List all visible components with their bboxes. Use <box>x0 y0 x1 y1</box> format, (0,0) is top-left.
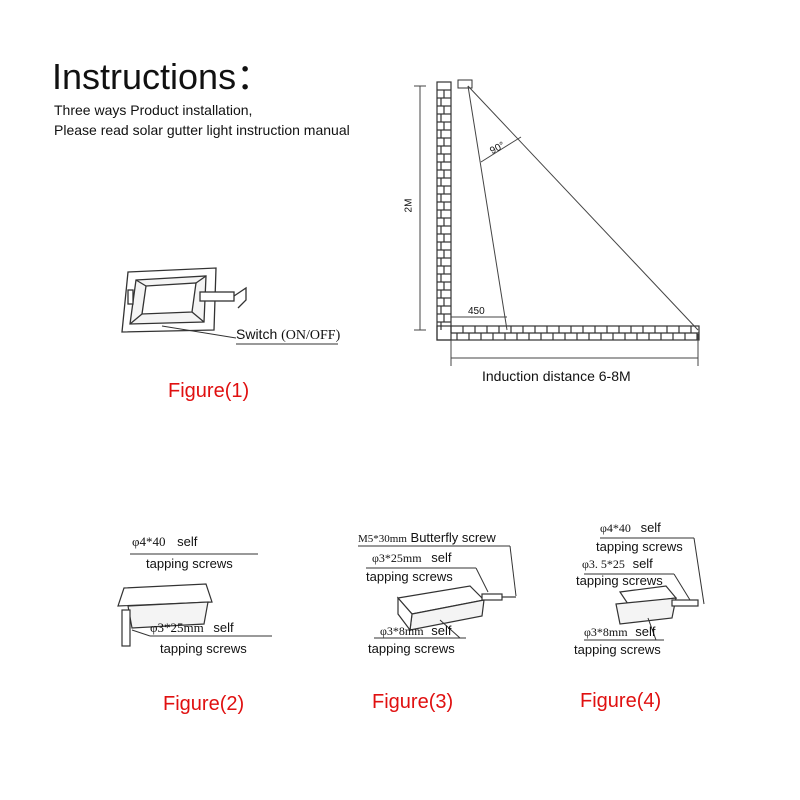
screw-size: φ4*40 <box>600 521 631 535</box>
figure2-bottom-screw: φ3*25mm self <box>150 620 234 636</box>
beam-near <box>467 85 508 331</box>
brick-wall-vertical <box>436 81 452 341</box>
screw-size: φ3*8mm <box>380 624 424 638</box>
figure3-bottom-screw-line2: tapping screws <box>368 641 455 656</box>
height-label: 2M <box>403 198 415 213</box>
figure4-bottom-screw-line2: tapping screws <box>574 642 661 657</box>
switch-label-text: Switch <box>236 326 278 342</box>
figure4-top-screw: φ4*40 self <box>600 520 661 536</box>
screw-word: self <box>632 556 653 571</box>
figure2-top-screw-line2: tapping screws <box>146 556 233 571</box>
distance-label: Induction distance 6-8M <box>482 368 631 384</box>
figure2-caption: Figure(2) <box>163 693 245 715</box>
screw-word: self <box>431 623 452 638</box>
beam-far <box>467 85 699 331</box>
figure3-bottom-screw: φ3*8mm self <box>380 623 451 639</box>
figure1-caption: Figure(1) <box>168 380 250 402</box>
screw-size: M5*30mm <box>358 533 407 545</box>
screw-word: self <box>177 534 198 549</box>
screw-word: self <box>640 520 661 535</box>
intro-line-2: Please read solar gutter light instructi… <box>54 122 350 138</box>
figure2-top-screw: φ4*40 self <box>132 534 197 550</box>
figure3-butterfly-screw: M5*30mm Butterfly screw <box>358 530 496 545</box>
figure4-bottom-screw: φ3*8mm self <box>584 624 655 640</box>
brick-floor <box>436 325 700 341</box>
offset-label: 450 <box>468 306 485 317</box>
figure2-bottom-screw-line2: tapping screws <box>160 641 247 656</box>
intro-line-1: Three ways Product installation, <box>54 102 253 118</box>
figure4-caption: Figure(4) <box>580 690 662 712</box>
figure4-top-screw-line2: tapping screws <box>596 539 683 554</box>
figure3-mid-screw-line2: tapping screws <box>366 569 453 584</box>
page-title: Instructions： <box>52 56 273 97</box>
figure4-mid-screw: φ3. 5*25 self <box>582 556 653 572</box>
switch-label: Switch (ON/OFF) <box>236 326 340 344</box>
screw-size: φ3*25mm <box>372 551 422 565</box>
screw-size: φ4*40 <box>132 534 166 549</box>
figure4-mid-screw-line2: tapping screws <box>576 573 663 588</box>
wall-light <box>457 79 473 89</box>
screw-word: self <box>213 620 234 635</box>
screw-word: Butterfly screw <box>410 530 496 545</box>
figure3-caption: Figure(3) <box>372 691 454 713</box>
screw-word: self <box>635 624 656 639</box>
screw-size: φ3*25mm <box>150 620 204 635</box>
screw-size: φ3. 5*25 <box>582 557 625 571</box>
figure3-mid-screw: φ3*25mm self <box>372 550 451 566</box>
screw-size: φ3*8mm <box>584 625 628 639</box>
switch-state-text: (ON/OFF) <box>281 328 341 343</box>
screw-word: self <box>431 550 452 565</box>
angle-arc <box>480 136 522 163</box>
